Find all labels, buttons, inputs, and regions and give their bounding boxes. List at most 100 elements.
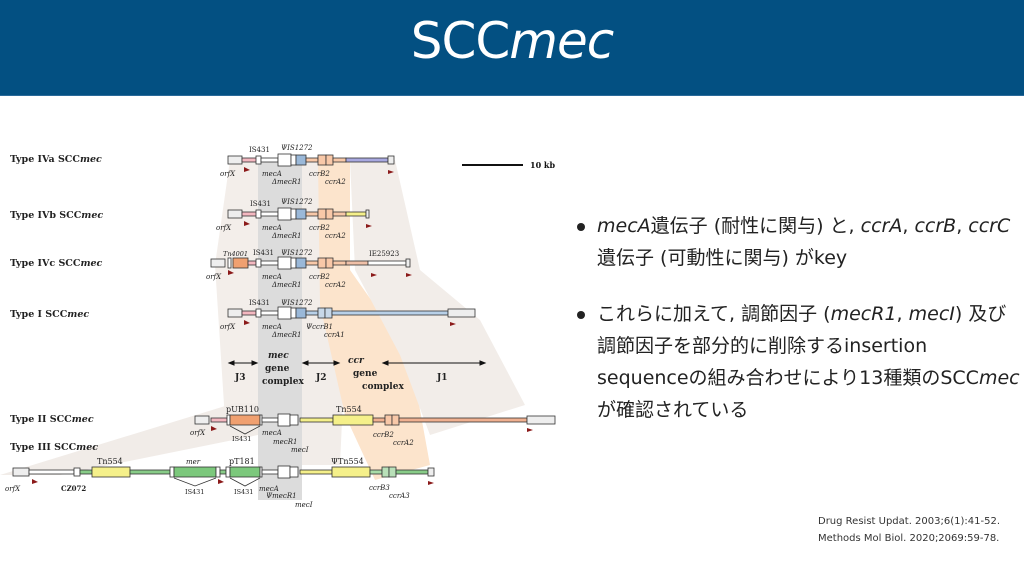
- label-ccr-complex-2: gene: [353, 369, 378, 379]
- row-label-type-ivb: Type IVb SCCmec: [10, 210, 103, 221]
- label-tn554-ii: Tn554: [336, 405, 362, 414]
- label-mec-complex-2: gene: [265, 364, 290, 374]
- label-mec-complex-1: mec: [268, 351, 289, 361]
- label-ccra3: ccrA3: [389, 492, 410, 500]
- element-type-i: [227, 306, 476, 326]
- bullet-text: 遺伝子 (可動性に関与) がkey: [597, 247, 848, 269]
- label-ccra2-ii: ccrA2: [393, 439, 414, 447]
- label-meca-ivb: mecA: [262, 224, 282, 232]
- scale-bar-label: 10 kb: [530, 160, 555, 170]
- label-is431-ivb: IS431: [250, 200, 271, 208]
- row-label-type-ivc: Type IVc SCCmec: [10, 258, 103, 269]
- region-markers: [227, 360, 487, 366]
- label-psi-tn554: ΨTn554: [331, 457, 364, 466]
- label-is431-i: IS431: [249, 299, 270, 307]
- title-bar: SCCmec: [0, 0, 1024, 96]
- j3-band: [215, 160, 258, 420]
- label-psi-is1272-ivc: ΨIS1272: [281, 249, 313, 257]
- label-meci-iii: mecI: [295, 501, 313, 509]
- label-orfx-iva: orfX: [220, 170, 236, 178]
- bullet-text: これらに加えて, 調節因子 (: [597, 303, 831, 325]
- title-italic: mec: [509, 12, 614, 70]
- label-psi-is1272-ivb: ΨIS1272: [281, 198, 313, 206]
- row-label-type-i: Type I SCCmec: [10, 309, 89, 320]
- label-orfx-ii: orfX: [190, 429, 206, 437]
- label-ccra2-ivc: ccrA2: [325, 281, 346, 289]
- slide-title: SCCmec: [0, 12, 1024, 70]
- ccr-complex-band: [318, 160, 430, 480]
- bullet-text: 遺伝子 (耐性に関与) と,: [650, 215, 861, 237]
- label-mecr1-ii: mecR1: [273, 438, 297, 446]
- label-delta-mecr1-i: ΔmecR1: [271, 331, 301, 339]
- label-psi-mecr1-iii: ΨmecR1: [266, 492, 297, 500]
- gene-name-italic: mec: [978, 367, 1020, 389]
- element-type-ii: [194, 413, 556, 435]
- label-tn4001: Tn4001: [223, 250, 248, 258]
- label-is431-ii: IS431: [232, 435, 251, 443]
- bullet-item-sccmec-types: これらに加えて, 調節因子 (mecR1, mecI) 及び調節因子を部分的に削…: [575, 298, 1020, 426]
- label-psi-is1272-iva: ΨIS1272: [281, 144, 313, 152]
- label-orfx-ivc: orfX: [206, 273, 222, 281]
- j1-band: [350, 160, 525, 435]
- label-tn554-iii: Tn554: [97, 457, 123, 466]
- label-ie25923: IE25923: [369, 250, 399, 258]
- label-meci-ii: mecI: [291, 446, 309, 454]
- label-orfx-iii: orfX: [5, 485, 21, 493]
- label-psi-is1272-i: ΨIS1272: [281, 299, 313, 307]
- label-is431-iii-a: IS431: [185, 488, 204, 496]
- label-is431-ivc: IS431: [253, 249, 274, 257]
- label-ccrb2-ivc: ccrB2: [309, 273, 330, 281]
- bullet-text: が確認されている: [597, 399, 749, 421]
- label-psi-ccrb1: ΨccrB1: [306, 323, 333, 331]
- element-type-iii: [12, 465, 435, 487]
- j-band-left: [0, 403, 258, 475]
- gene-name-italic: ccrC: [968, 215, 1011, 237]
- references: Drug Resist Updat. 2003;6(1):41-52. Meth…: [818, 513, 1000, 547]
- label-j1: J1: [436, 373, 448, 383]
- label-ccrb2-ivb: ccrB2: [309, 224, 330, 232]
- label-ccrb2-ii: ccrB2: [373, 431, 394, 439]
- gene-name-italic: mecA: [597, 215, 651, 237]
- bullet-text: ) 及び調節因子を部分的に削除するinsertion sequenceの組み合わ…: [597, 303, 1007, 389]
- label-orfx-ivb: orfX: [216, 224, 232, 232]
- gene-name-italic: mecI: [908, 303, 955, 325]
- label-cz072: CZ072: [61, 484, 86, 493]
- label-meca-iii: mecA: [259, 485, 279, 493]
- label-orfx-i: orfX: [220, 323, 236, 331]
- label-delta-mecr1-ivc: ΔmecR1: [271, 281, 301, 289]
- bullet-text: ,: [902, 215, 915, 237]
- background-bands: [0, 160, 525, 500]
- label-meca-ivc: mecA: [262, 273, 282, 281]
- label-is431-iii-b: IS431: [234, 488, 253, 496]
- row-label-type-ii: Type II SCCmec: [10, 414, 94, 425]
- label-ccra2-iva: ccrA2: [325, 178, 346, 186]
- label-meca-i: mecA: [262, 323, 282, 331]
- gene-name-italic: ccrA: [860, 215, 903, 237]
- bullet-item-key-genes: mecA遺伝子 (耐性に関与) と, ccrA, ccrB, ccrC 遺伝子 (…: [575, 210, 1020, 274]
- sccmec-structure-diagram: 10 kb Type IVa SCCmec Type IVb SCCmec Ty…: [0, 144, 556, 509]
- label-mer: mer: [186, 458, 201, 466]
- bullet-text: ,: [896, 303, 909, 325]
- gene-name-italic: ccrB: [914, 215, 957, 237]
- label-ccr-complex-1: ccr: [348, 356, 365, 366]
- label-j2: J2: [315, 373, 327, 383]
- label-ccrb2-iva: ccrB2: [309, 170, 330, 178]
- label-delta-mecr1-ivb: ΔmecR1: [271, 232, 301, 240]
- gene-name-italic: mecR1: [830, 303, 897, 325]
- bullet-text: ,: [956, 215, 969, 237]
- bullet-list: mecA遺伝子 (耐性に関与) と, ccrA, ccrB, ccrC 遺伝子 (…: [575, 210, 1020, 450]
- label-ccra2-ivb: ccrA2: [325, 232, 346, 240]
- label-mec-complex-3: complex: [262, 377, 304, 387]
- label-delta-mecr1-iva: ΔmecR1: [271, 178, 301, 186]
- label-ccr-complex-3: complex: [362, 382, 404, 392]
- label-meca-iva: mecA: [262, 170, 282, 178]
- reference-1: Drug Resist Updat. 2003;6(1):41-52.: [818, 516, 1000, 527]
- label-ccra1: ccrA1: [324, 331, 345, 339]
- reference-2: Methods Mol Biol. 2020;2069:59-78.: [818, 533, 1000, 544]
- title-upright: SCC: [410, 12, 511, 70]
- row-label-type-iii: Type III SCCmec: [10, 442, 98, 453]
- label-is431-iva: IS431: [249, 146, 270, 154]
- label-pt181: pT181: [229, 457, 255, 466]
- label-j3: J3: [234, 373, 246, 383]
- element-type-ivb: [227, 207, 372, 228]
